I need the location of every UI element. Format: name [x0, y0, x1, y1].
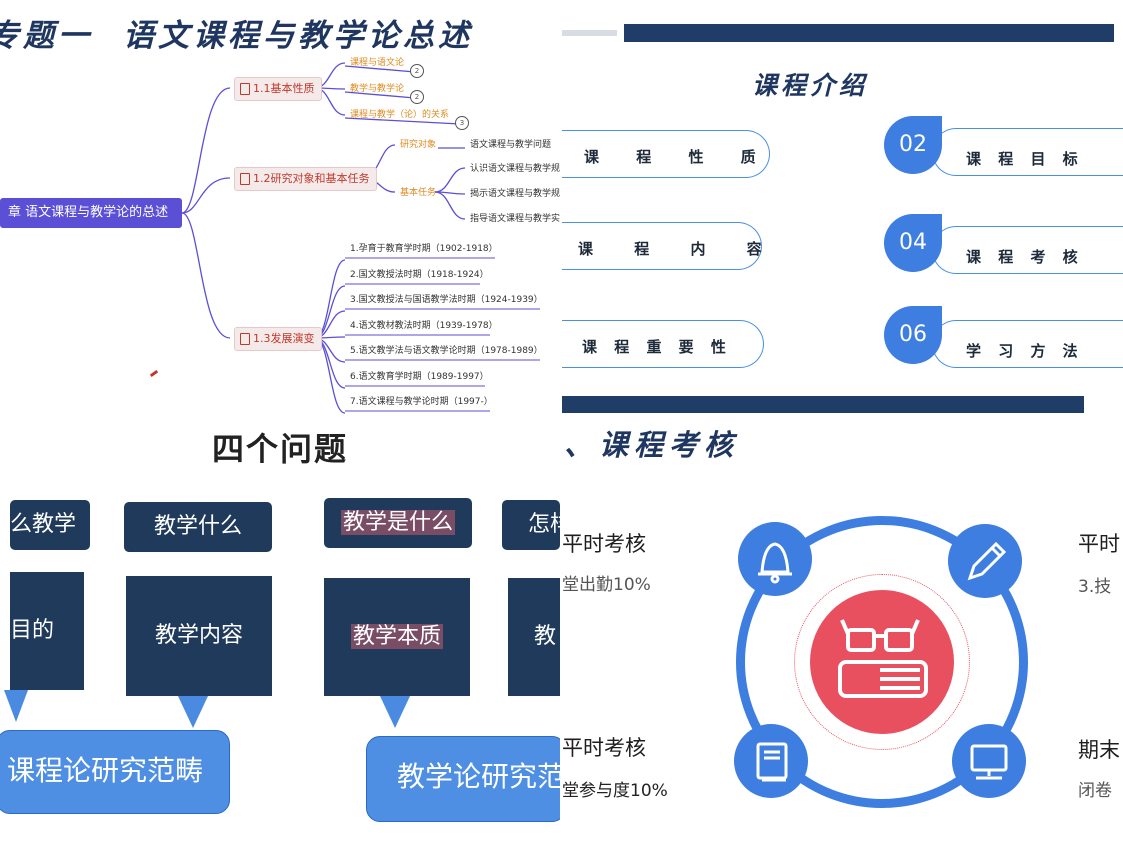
four-questions-panel: 四个问题 么教学 教学什么 教学是什么 怎样 目的 教学内容 教学本质 教 课程… — [0, 420, 560, 842]
period-item: 5.语文教学法与语文教学论时期（1978-1989） — [350, 346, 543, 356]
intro-item-label: 课 程 内 容 — [578, 240, 780, 258]
outer-ring — [736, 516, 1028, 808]
period-item: 4.语文教材教法时期（1939-1978） — [350, 321, 498, 331]
assessment-heading: 平时 — [1078, 532, 1120, 556]
document-icon — [240, 173, 250, 185]
computer-icon — [952, 724, 1026, 798]
answer-label: 教学本质 — [350, 624, 443, 649]
assessment-title: 、课程考核 — [564, 428, 740, 462]
node-research-object: 1.2研究对象和基本任务 — [234, 167, 377, 191]
intro-item-label: 课 程 性 质 — [584, 148, 772, 166]
intro-item-card[interactable] — [562, 130, 770, 178]
node-basic-nature: 1.1基本性质 — [234, 77, 322, 101]
assessment-detail: 闭卷 — [1078, 781, 1112, 801]
course-intro-panel: 课程介绍 课 程 性 质 课 程 内 容 课 程 重 要 性 02 课 程 目 … — [562, 0, 1123, 418]
answer-box: 目的 — [10, 572, 84, 690]
leaf: 研究对象 — [400, 140, 437, 150]
assessment-heading: 平时考核 — [562, 532, 646, 556]
bell-icon — [738, 522, 812, 596]
period-item: 2.国文教授法时期（1918-1924） — [350, 270, 489, 280]
leaf: 认识语文课程与教学规 — [470, 164, 560, 174]
answer-box: 教 — [508, 578, 560, 696]
count-badge[interactable]: 3 — [455, 116, 469, 130]
node-development: 1.3发展演变 — [234, 327, 322, 351]
question-box[interactable]: 怎样 — [502, 500, 560, 550]
assessment-panel: 、课程考核 平时考核 堂出勤10% 平时考核 堂参与度10% 平时 3.技 期末… — [562, 420, 1123, 842]
footer-bar — [562, 396, 1084, 413]
node-label: 1.2研究对象和基本任务 — [253, 172, 370, 185]
intro-item-label: 课 程 考 核 — [966, 248, 1084, 266]
answer-label: 目的 — [10, 618, 55, 643]
pencil-icon — [948, 524, 1022, 598]
leaf: 基本任务 — [400, 188, 437, 198]
inner-ring — [794, 574, 970, 750]
leaf: 指导语文课程与教学实 — [470, 214, 560, 224]
mindmap-root: 章 语文课程与教学论的总述 — [0, 198, 182, 228]
node-label: 1.1基本性质 — [253, 82, 315, 95]
document-icon — [240, 83, 250, 95]
leaf: 课程与语文论 — [350, 58, 405, 68]
leaf: 教学与教学论 — [350, 84, 405, 94]
header-bar-shadow — [562, 30, 617, 36]
assessment-detail: 3.技 — [1078, 577, 1112, 597]
arrow-down-icon — [380, 696, 410, 728]
count-badge[interactable]: 2 — [410, 90, 424, 104]
question-box[interactable]: 教学什么 — [124, 502, 272, 552]
category-box[interactable]: 课程论研究范畴 — [0, 730, 230, 814]
intro-item-card[interactable] — [562, 222, 762, 270]
period-item: 6.语文教育学时期（1989-1997） — [350, 372, 489, 382]
intro-item-card[interactable] — [562, 320, 764, 368]
period-item: 1.孕育于教育学时期（1902-1918） — [350, 244, 498, 254]
assessment-heading: 期末 — [1078, 738, 1120, 762]
category-box[interactable]: 教学论研究范 — [366, 736, 560, 822]
category-label: 教学论研究范 — [397, 760, 560, 793]
arrow-down-icon — [4, 690, 28, 722]
question-label: 教学什么 — [153, 514, 242, 539]
mindmap-title: 专题一语文课程与教学论总述 — [0, 10, 473, 55]
intro-item-number: 04 — [884, 214, 942, 272]
question-label: 教学是什么 — [340, 510, 455, 535]
document-icon — [240, 333, 250, 345]
category-label: 课程论研究范畴 — [7, 754, 204, 787]
leaf: 揭示语文课程与教学规 — [470, 189, 560, 199]
assessment-detail: 堂出勤10% — [562, 575, 651, 595]
count-badge[interactable]: 2 — [410, 64, 424, 78]
intro-item-number: 06 — [884, 306, 942, 364]
mindmap-panel: 专题一语文课程与教学论总述 章 语文课程与教学 — [0, 0, 560, 418]
intro-item-label: 学 习 方 法 — [966, 342, 1084, 360]
center-circle — [810, 590, 954, 734]
answer-label: 教学内容 — [154, 623, 243, 648]
answer-box: 教学内容 — [126, 576, 272, 696]
intro-item-number: 02 — [884, 116, 942, 174]
book-icon — [734, 724, 808, 798]
answer-label: 教 — [534, 624, 557, 649]
leaf: 语文课程与教学问题 — [470, 140, 552, 150]
mindmap-title-right: 语文课程与教学论总述 — [123, 18, 473, 54]
intro-title: 课程介绍 — [752, 71, 869, 100]
intro-item-label: 课 程 重 要 性 — [582, 338, 732, 356]
node-label: 1.3发展演变 — [253, 332, 315, 345]
intro-item-label: 课 程 目 标 — [966, 150, 1084, 168]
period-underlines — [345, 257, 540, 412]
header-bar — [624, 24, 1114, 42]
question-label: 怎样 — [528, 512, 560, 537]
glasses-book-icon — [838, 619, 928, 698]
question-box[interactable]: 教学是什么 — [324, 498, 472, 548]
period-item: 3.国文教授法与国语教学法时期（1924-1939） — [350, 295, 543, 305]
questions-title: 四个问题 — [212, 430, 349, 468]
assessment-detail: 堂参与度10% — [562, 781, 668, 801]
question-label: 么教学 — [10, 512, 77, 537]
mindmap-title-left: 专题一 — [0, 18, 93, 54]
answer-box: 教学本质 — [324, 578, 470, 696]
question-box[interactable]: 么教学 — [10, 500, 90, 550]
period-item: 7.语文课程与教学论时期（1997-） — [350, 397, 493, 407]
arrow-down-icon — [178, 696, 208, 728]
leaf: 课程与教学（论）的关系 — [350, 110, 450, 120]
assessment-heading: 平时考核 — [562, 736, 646, 760]
